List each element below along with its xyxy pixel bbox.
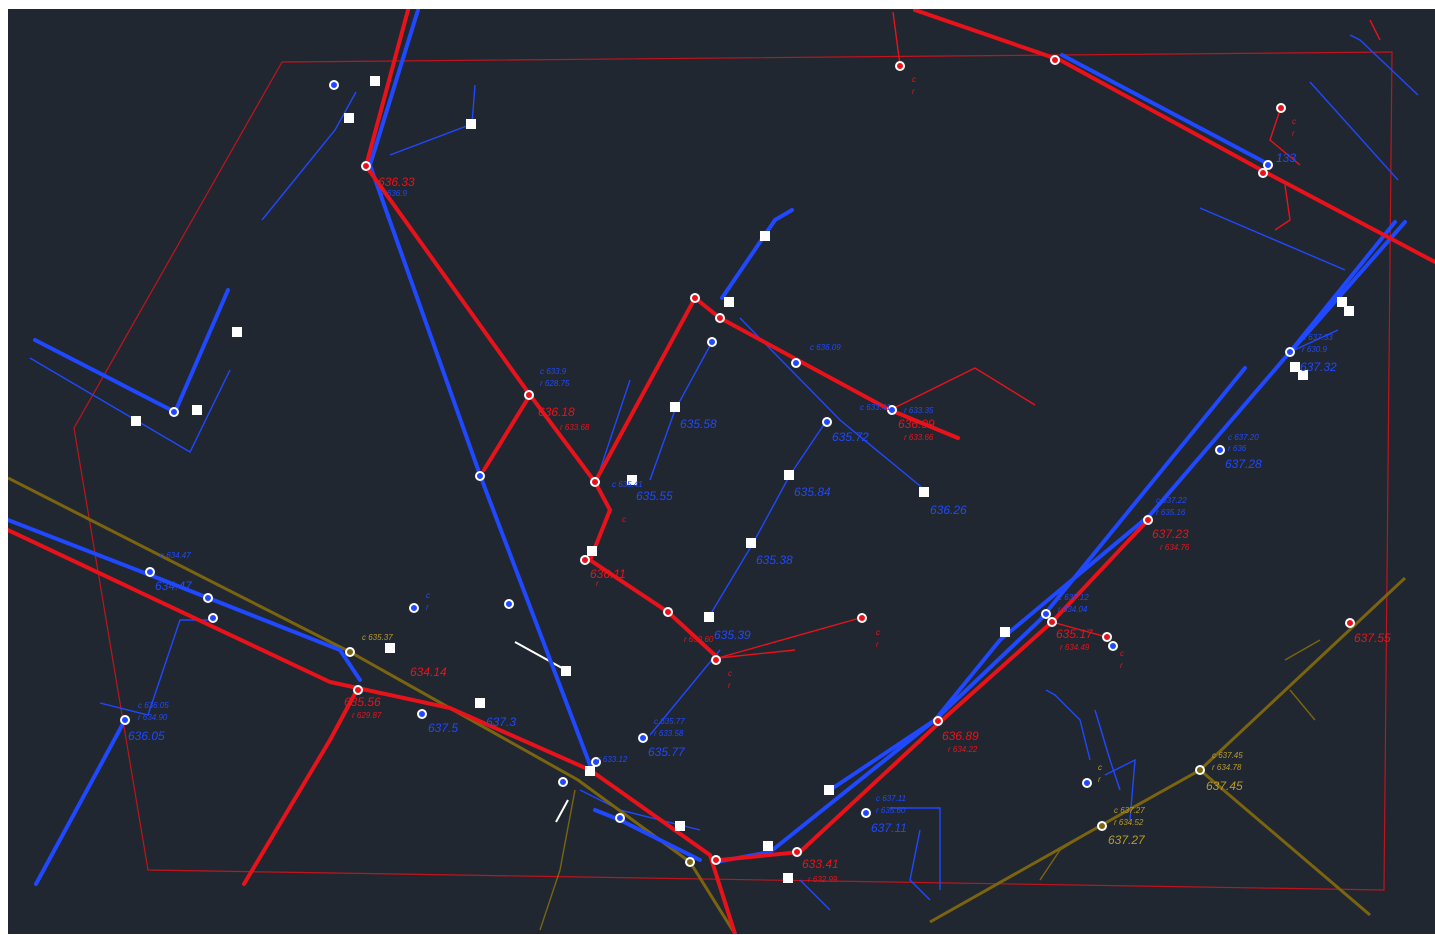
gas-lines — [8, 476, 1407, 934]
annotation: r 635.16 — [1156, 508, 1186, 517]
annotation: c — [876, 628, 880, 637]
elevation-label: 637.45 — [1206, 779, 1243, 793]
annotation: c — [1120, 649, 1124, 658]
elevation-label: 636.99 — [898, 417, 935, 431]
annotation: r 630.60 — [684, 635, 714, 644]
annotation: r — [596, 579, 599, 588]
water-branches-thin — [717, 11, 1381, 659]
elevation-label: 635.17 — [1056, 627, 1094, 641]
elevation-labels: 636.05 637.5 637.3 636.26 635.58 635.72 … — [128, 75, 1391, 884]
annotation: c 637.11 — [876, 794, 906, 803]
annotation: c 636.09 — [810, 343, 841, 352]
plot-boundary — [73, 51, 1393, 891]
annotation: c 633.41 — [860, 403, 891, 412]
elevation-label: 635.72 — [832, 430, 869, 444]
elevation-label: 636.11 — [590, 567, 626, 581]
elevation-label: 636.18 — [538, 405, 575, 419]
annotation: r 633.58 — [654, 729, 684, 738]
annotation: r 630.9 — [1302, 345, 1327, 354]
elevation-label: 635.38 — [756, 553, 793, 567]
elevation-label: 636.05 — [128, 729, 165, 743]
cad-drawing[interactable]: 636.05 637.5 637.3 636.26 635.58 635.72 … — [8, 9, 1435, 934]
elevation-label: 635.84 — [794, 485, 831, 499]
elevation-label: 635.77 — [648, 745, 686, 759]
annotation: r — [1098, 775, 1101, 784]
elevation-label: 637.28 — [1225, 457, 1262, 471]
annotation: r 634.52 — [1114, 818, 1144, 827]
annotation: c 635.77 — [654, 717, 685, 726]
annotation: r 636.9 — [382, 189, 407, 198]
annotation: r 632.99 — [808, 875, 838, 884]
annotation: r 635.60 — [876, 806, 906, 815]
elevation-label: 636.26 — [930, 503, 967, 517]
annotation: r 634.49 — [1060, 643, 1090, 652]
annotation: c 637.27 — [1114, 806, 1145, 815]
annotation: r 634.76 — [1160, 543, 1190, 552]
elevation-label: 637.5 — [428, 721, 458, 735]
annotation: r 633.68 — [560, 423, 590, 432]
elevation-label: 635.56 — [344, 695, 381, 709]
annotation: r — [1120, 661, 1123, 670]
annotation: c 637.45 — [1212, 751, 1243, 760]
annotation: c — [912, 75, 916, 84]
annotation: c — [622, 515, 626, 524]
annotation: r — [728, 681, 731, 690]
annotation: c 637.12 — [1058, 593, 1089, 602]
annotation: c 637.20 — [1228, 433, 1259, 442]
node-circles — [120, 55, 1355, 867]
annotation: c 633.9 — [540, 367, 567, 376]
elevation-label: 637.55 — [1354, 631, 1391, 645]
annotation: c — [728, 669, 732, 678]
annotation: r 636 — [1228, 444, 1247, 453]
elevation-label: 637.3 — [486, 715, 516, 729]
elevation-label: 635.58 — [680, 417, 717, 431]
elevation-label: 133 — [1276, 151, 1296, 165]
elevation-label: 635.39 — [714, 628, 751, 642]
elevation-label: 637.23 — [1152, 527, 1189, 541]
elevation-label: 634.14 — [410, 665, 447, 679]
annotation: c 635.41 — [612, 480, 643, 489]
annotation: r 628.75 — [540, 379, 570, 388]
elevation-label: 634.47 — [155, 579, 193, 593]
annotation: c — [1292, 117, 1296, 126]
annotation: c 635.37 — [362, 633, 393, 642]
annotation: r 634.22 — [948, 745, 978, 754]
annotation: c 637.33 — [1302, 333, 1333, 342]
elevation-label: 637.11 — [871, 821, 907, 835]
annotation: r 634.78 — [1212, 763, 1242, 772]
elevation-label: 633.41 — [802, 857, 839, 871]
manhole-squares — [131, 76, 1354, 883]
annotation: r — [1292, 129, 1295, 138]
elevation-label: 636.89 — [942, 729, 979, 743]
water-mains — [8, 9, 1435, 934]
elevation-label: 636.33 — [378, 175, 415, 189]
annotation: r — [912, 87, 915, 96]
sewer-mains — [8, 9, 1407, 886]
cad-drawing-canvas[interactable]: 636.05 637.5 637.3 636.26 635.58 635.72 … — [8, 9, 1435, 934]
annotation: r 629.87 — [352, 711, 382, 720]
annotation: c — [1098, 763, 1102, 772]
annotation: r 633.66 — [904, 433, 934, 442]
annotation: r — [876, 640, 879, 649]
elevation-label: 637.27 — [1108, 833, 1146, 847]
annotation: r — [426, 603, 429, 612]
annotation: c 634.47 — [160, 551, 191, 560]
annotation: c 636.05 — [138, 701, 169, 710]
annotation: c 637.22 — [1156, 496, 1187, 505]
elevation-label: 635.55 — [636, 489, 673, 503]
annotation: r 634.04 — [1058, 605, 1088, 614]
elevation-label: 637.32 — [1300, 360, 1337, 374]
annotation: r 633.35 — [904, 406, 934, 415]
annotation: r 634.90 — [138, 713, 168, 722]
annotation: r 633.12 — [598, 755, 628, 764]
annotation: c — [426, 591, 430, 600]
service-lines — [514, 641, 569, 823]
